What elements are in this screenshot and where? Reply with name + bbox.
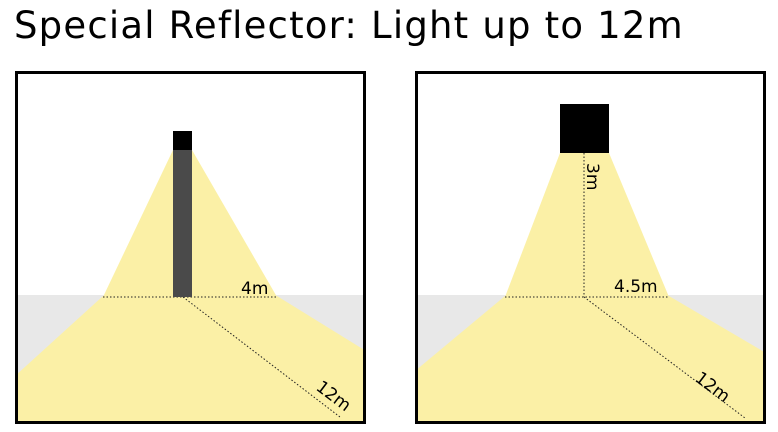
- pole-mount-diagram: 4m 12m: [15, 71, 366, 424]
- panel-frame: [15, 71, 366, 424]
- light-cone: [505, 153, 669, 297]
- radius-label: 4m: [241, 279, 268, 299]
- height-label: 3m: [582, 163, 602, 190]
- ceiling-mount-diagram: 3m 4.5m 12m: [415, 71, 766, 424]
- page-title: Special Reflector: Light up to 12m: [14, 4, 684, 47]
- pole-mount-panel: 4m 12m: [15, 71, 366, 424]
- ceiling-mount-panel: 3m 4.5m 12m: [415, 71, 766, 424]
- ground-light-spread: [15, 296, 366, 424]
- radius-label: 4.5m: [614, 277, 658, 297]
- distance-guide-line: [182, 296, 341, 418]
- ground-light-spread: [415, 296, 766, 424]
- panel-frame: [415, 71, 766, 424]
- fixture-head: [560, 104, 609, 153]
- fixture-head: [173, 131, 192, 150]
- pole: [173, 150, 192, 297]
